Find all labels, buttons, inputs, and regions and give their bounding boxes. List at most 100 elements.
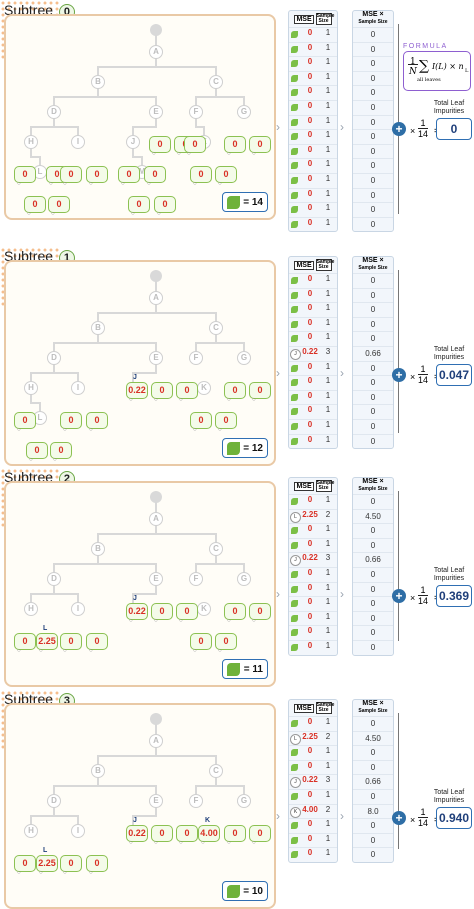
leaf-node: 0○ (215, 412, 237, 433)
times-sign: × (410, 372, 416, 382)
leaf-icon (291, 541, 298, 549)
row-leaf-label: K (290, 806, 301, 818)
leaf-node: 0○ (86, 633, 108, 654)
leaf-node: 0○ (224, 382, 246, 403)
mse-cell: 0 (307, 332, 313, 342)
product-row: 0 (353, 70, 393, 86)
mse-cell: 4.00 (302, 804, 318, 814)
leaf-value: 0 (157, 139, 163, 149)
sample-size-cell: 1 (325, 203, 331, 213)
tree-node-h: H (24, 824, 38, 838)
sample-size-cell: 1 (325, 71, 331, 81)
sample-size-header: Sample Size (358, 19, 388, 25)
fraction-denominator: 14 (418, 596, 429, 606)
sample-dots: ○ (27, 211, 31, 217)
mse-cell: 0 (307, 419, 313, 429)
sample-dots: ○ (154, 618, 158, 624)
sample-size-cell: 1 (325, 405, 331, 415)
plus-icon: + (392, 811, 406, 825)
product-row: 8.0 (353, 803, 393, 819)
leaf-value: 0 (159, 606, 165, 616)
tree-edge (53, 807, 79, 825)
mse-cell: 0 (307, 71, 313, 81)
sample-size-cell: 3 (325, 346, 331, 356)
mse-header: MSE (294, 703, 314, 713)
sample-size-cell: 1 (325, 303, 331, 313)
product-row: 0.66 (353, 345, 393, 361)
leaf-value: 0 (198, 636, 204, 646)
leaf-node: 0○ (154, 196, 176, 217)
product-row: 0 (353, 187, 393, 203)
sample-dots: ○ (179, 840, 183, 846)
leaf-icon (291, 643, 298, 651)
mse-cell: 0 (307, 28, 313, 37)
leaf-node: 0○ (60, 633, 82, 654)
leaf-value: 0 (184, 606, 190, 616)
leaf-icon (291, 498, 298, 505)
leaf-value: 4.00 (200, 828, 218, 838)
leaf-node: 0○ (60, 855, 82, 876)
product-row: 0 (353, 389, 393, 405)
sample-dots: ○ (187, 151, 191, 157)
total-value: 0.047 (436, 364, 472, 386)
sample-size-cell: 1 (325, 274, 331, 283)
product-row: 0 (353, 418, 393, 434)
mse-cell: 0 (307, 144, 313, 154)
tree-node-k: K (197, 381, 211, 395)
mse-cell: 0 (307, 274, 313, 283)
tree-edge (30, 394, 41, 412)
sample-size-cell: 1 (325, 86, 331, 96)
product-row: 0 (353, 639, 393, 655)
sample-dots: ○ (17, 870, 21, 876)
sample-dots: ○ (218, 648, 222, 654)
sample-dots: ○ (193, 427, 197, 433)
arrow-icon: › (340, 120, 344, 134)
mse-cell: 0 (307, 86, 313, 96)
bracket (398, 491, 402, 641)
tree-node-a: A (149, 512, 163, 526)
tree-node-i: I (71, 824, 85, 838)
leaf-icon (291, 191, 298, 199)
sample-dots: ○ (49, 181, 53, 187)
sample-size-cell: 1 (325, 626, 331, 636)
tree-edge (132, 118, 157, 136)
sample-dots: ○ (39, 870, 43, 876)
leaf-label: K (205, 817, 211, 824)
product-row: 4.50 (353, 508, 393, 524)
tree-panel: ABCDEFGHIJKLM0○0○0○0○0○0○0○0○0○0○0○0○0○0… (4, 14, 276, 220)
arrow-icon: › (276, 366, 280, 380)
total-label: Total Leaf Impurities (433, 789, 465, 804)
leaf-value: 0 (192, 139, 198, 149)
product-row: 0 (353, 85, 393, 100)
fraction-numerator: 1 (418, 364, 429, 375)
mse-cell: 0 (307, 640, 313, 650)
tree-edge (53, 118, 79, 136)
leaf-value: 0.22 (128, 606, 146, 616)
leaf-value: 0 (159, 385, 165, 395)
tree-edge (30, 118, 55, 136)
leaf-value: 0 (136, 199, 142, 209)
leaf-value: 2.25 (38, 858, 56, 868)
sample-dots: ○ (89, 648, 93, 654)
product-row: 0 (353, 832, 393, 848)
sample-size-cell: 1 (325, 144, 331, 154)
sample-dots: ○ (129, 618, 133, 624)
sample-size-header: Sample Size (358, 708, 388, 714)
sample-dots: ○ (29, 457, 33, 463)
product-row: 0 (353, 404, 393, 419)
leaf-icon (291, 422, 298, 430)
sample-size-cell: 1 (325, 130, 331, 140)
sample-size-header: Sample Size (315, 480, 335, 492)
